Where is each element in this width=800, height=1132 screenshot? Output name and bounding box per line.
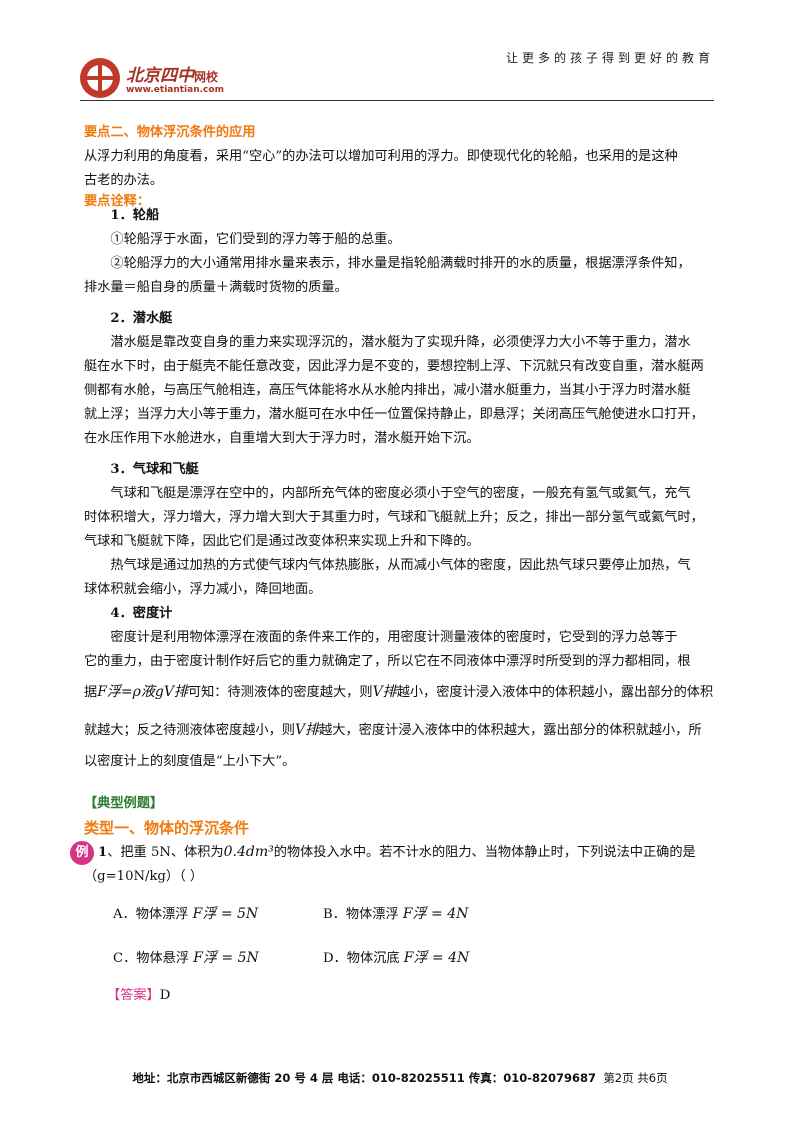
examples-label: 【典型例题】 — [84, 796, 164, 811]
submarine-line: 潜水艇是靠改变自身的重力来实现浮沉的，潜水艇为了实现升降，必须使浮力大小不等于重… — [110, 335, 691, 350]
submarine-heading: 2．潜水艇 — [110, 311, 173, 326]
page-footer: 地址：北京市西城区新德街 20 号 4 层 电话：010-82025511 传真… — [0, 1070, 800, 1086]
hydrometer-line: 密度计是利用物体漂浮在液面的条件来工作的，用密度计测量液体的密度时，它受到的浮力… — [110, 630, 678, 645]
volume-value: 0.4dm³ — [223, 844, 274, 860]
answer-line: 【答案】D — [107, 984, 170, 1003]
volume-symbol: V排 — [372, 684, 397, 700]
header-divider — [80, 100, 714, 101]
hydrometer-line: 它的重力，由于密度计制作好后它的重力就确定了，所以它在不同液体中漂浮时所受到的浮… — [84, 654, 691, 669]
volume-symbol: V排 — [295, 722, 320, 738]
hydrometer-heading: 4．密度计 — [110, 606, 173, 621]
answer-tag: 【答案】 — [107, 988, 160, 1003]
submarine-line: 在水压作用下水舱进水，自重增大到大于浮力时，潜水艇开始下沉。 — [84, 431, 480, 446]
hydrometer-line: 以密度计上的刻度值是“上小下大”。 — [84, 754, 296, 769]
balloon-block: 3．气球和飞艇 气球和飞艇是漂浮在空中的，内部所充气体的密度必须小于空气的密度，… — [84, 458, 718, 602]
logo-title: 北京四中网校 — [126, 66, 219, 86]
section-intro-line2: 古老的办法。 — [84, 173, 164, 188]
balloon-line: 球体积就会缩小，浮力减小，降回地面。 — [84, 582, 322, 597]
submarine-line: 艇在水下时，由于艇壳不能任意改变，因此浮力是不变的，要想控制上浮、下沉就只有改变… — [84, 359, 704, 374]
answer-value: D — [159, 988, 171, 1003]
buoyancy-formula: F浮=ρ液gV排 — [97, 684, 188, 700]
option-c[interactable]: C．物体悬浮 F浮 = 5N — [113, 950, 259, 966]
hydrometer-formula-line: 据F浮=ρ液gV排可知：待测液体的密度越大，则V排越小，密度计浸入液体中的体积越… — [84, 684, 714, 700]
hydrometer-block: 4．密度计 密度计是利用物体漂浮在液面的条件来工作的，用密度计测量液体的密度时，… — [84, 602, 718, 774]
submarine-line: 侧都有水舱，与高压气舱相连，高压气体能将水从水舱内排出，减小潜水艇重力，当其小于… — [84, 383, 691, 398]
submarine-line: 就上浮；当浮力大小等于重力，潜水艇可在水中任一位置保持静止，即悬浮；关闭高压气舱… — [84, 407, 704, 422]
examples-block: 【典型例题】 类型一、物体的浮沉条件 — [84, 792, 718, 840]
section-title: 要点二、物体浮沉条件的应用 — [84, 125, 256, 140]
section-body: 要点二、物体浮沉条件的应用 从浮力利用的角度看，采用“空心”的办法可以增加可利用… — [84, 121, 718, 211]
section-intro-line1: 从浮力利用的角度看，采用“空心”的办法可以增加可利用的浮力。即使现代化的轮船，也… — [84, 149, 678, 164]
option-a[interactable]: A．物体漂浮 F浮 = 5N — [113, 906, 259, 922]
logo-emblem-icon — [80, 58, 120, 98]
balloon-line: 时体积增大，浮力增大，浮力增大到大于其重力时，气球和飞艇就上升；反之，排出一部分… — [84, 510, 704, 525]
balloon-line: 热气球是通过加热的方式使气球内气体热膨胀，从而减小气体的密度，因此热气球只要停止… — [110, 558, 691, 573]
explain-label: 要点诠释： — [84, 194, 150, 209]
example-badge-icon: 例 — [70, 840, 94, 865]
hydrometer-line: 就越大；反之待测液体密度越小，则V排越大，密度计浸入液体中的体积越大，露出部分的… — [84, 722, 702, 738]
balloon-heading: 3．气球和飞艇 — [110, 462, 199, 477]
submarine-block: 2．潜水艇 潜水艇是靠改变自身的重力来实现浮沉的，潜水艇为了实现升降，必须使浮力… — [84, 307, 718, 451]
logo-url: www.etiantian.com — [126, 85, 224, 95]
balloon-line: 气球和飞艇是漂浮在空中的，内部所充气体的密度必须小于空气的密度，一般充有氢气或氦… — [110, 486, 691, 501]
footer-address: 地址：北京市西城区新德街 20 号 4 层 电话：010-82025511 传真… — [132, 1071, 596, 1085]
header-slogan: 让更多的孩子得到更好的教育 — [505, 51, 714, 65]
type-title: 类型一、物体的浮沉条件 — [84, 819, 250, 837]
ship-heading: 1．轮船 — [110, 208, 160, 223]
footer-page-number: 第2页 共6页 — [603, 1071, 668, 1085]
ship-block: 1．轮船 ①轮船浮于水面，它们受到的浮力等于船的总重。 ②轮船浮力的大小通常用排… — [84, 204, 718, 300]
ship-paragraph-1: ①轮船浮于水面，它们受到的浮力等于船的总重。 — [110, 232, 401, 247]
option-d[interactable]: D．物体沉底 F浮 = 4N — [323, 950, 470, 966]
site-logo[interactable]: 北京四中网校 www.etiantian.com — [80, 58, 260, 104]
question-gravity-note: （g=10N/kg）（ ） — [84, 869, 204, 884]
balloon-line: 气球和飞艇就下降，因此它们是通过改变体积来实现上升和下降的。 — [84, 534, 480, 549]
ship-paragraph-2-cont: 排水量＝船自身的质量＋满载时货物的质量。 — [84, 280, 348, 295]
option-b[interactable]: B．物体漂浮 F浮 = 4N — [323, 906, 469, 922]
ship-paragraph-2: ②轮船浮力的大小通常用排水量来表示，排水量是指轮船满载时排开的水的质量，根据漂浮… — [110, 256, 691, 271]
